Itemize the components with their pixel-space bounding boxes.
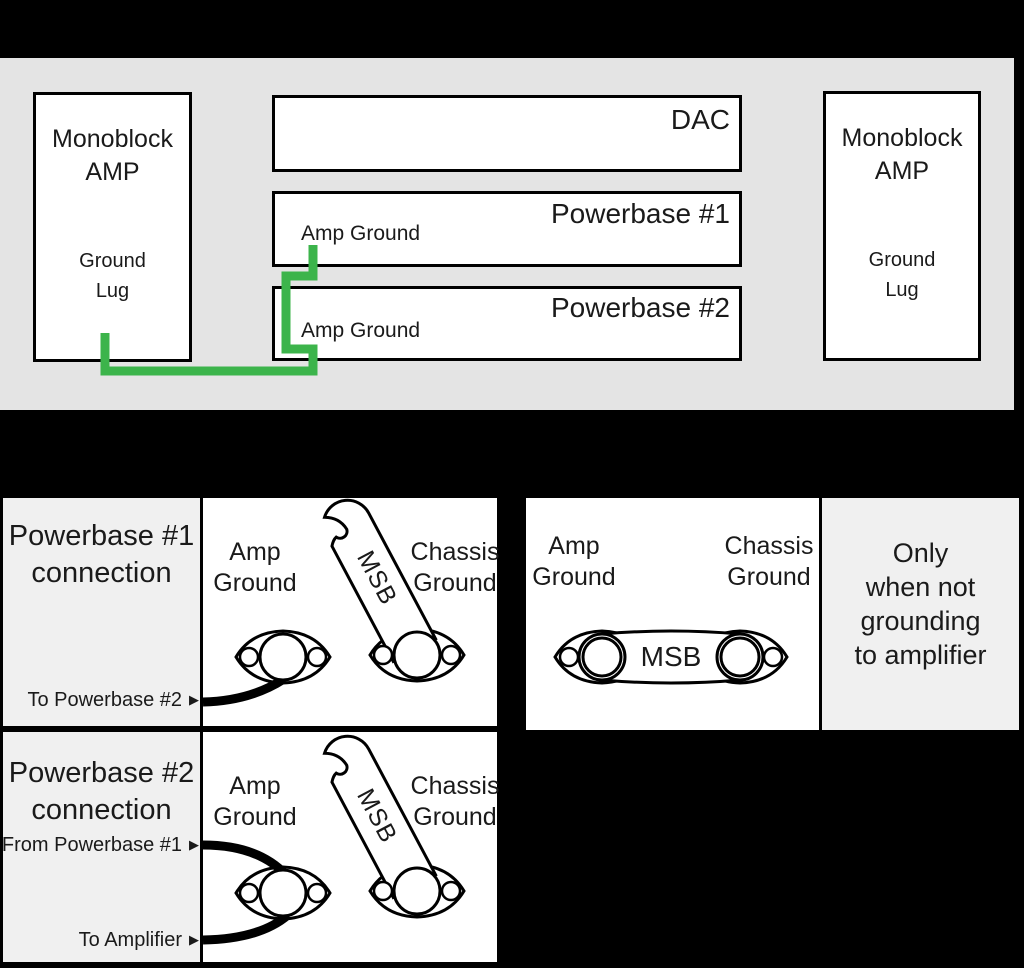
green-ground-wire	[100, 245, 318, 376]
strap-installed-diagram	[553, 629, 789, 685]
ground-cable-to-amplifier	[202, 911, 291, 945]
powerbase2-diagram	[202, 726, 466, 945]
powerbase2-box: Powerbase #2 Amp Ground	[272, 286, 742, 361]
dac-box: DAC	[272, 95, 742, 172]
arrow-right-icon: ▶	[189, 692, 199, 707]
from-powerbase1-label: From Powerbase #1	[1, 834, 182, 856]
powerbase1-label: Powerbase #1	[550, 198, 730, 229]
powerbase1-amp-ground-port: Amp Ground	[301, 222, 421, 245]
ground-cable-to-powerbase2	[202, 675, 287, 707]
msb-strap-label: MSB	[640, 641, 702, 672]
arrow-right-icon: ▶	[189, 837, 199, 852]
powerbase1-box: Powerbase #1 Amp Ground	[272, 191, 742, 267]
powerbase1-diagram	[202, 490, 466, 707]
note-panel: Only when not grounding to amplifier	[819, 495, 1022, 733]
to-amplifier-link: To Amplifier ▶	[79, 928, 199, 952]
only-when-not-grounding-note: Only when not grounding to amplifier	[854, 538, 987, 670]
to-amplifier-label: To Amplifier	[78, 929, 182, 951]
from-powerbase1-link: From Powerbase #1 ▶	[2, 833, 199, 857]
ground-wire-layer	[100, 245, 318, 376]
powerbase2-amp-ground-port: Amp Ground	[301, 319, 421, 342]
msb-strap-flat	[602, 631, 740, 683]
arrow-right-icon: ▶	[189, 932, 199, 947]
dac-label: DAC	[670, 104, 730, 135]
to-powerbase2-label: To Powerbase #2	[27, 689, 182, 711]
to-powerbase2-link: To Powerbase #2 ▶	[27, 688, 199, 712]
powerbase2-label: Powerbase #2	[550, 292, 730, 323]
